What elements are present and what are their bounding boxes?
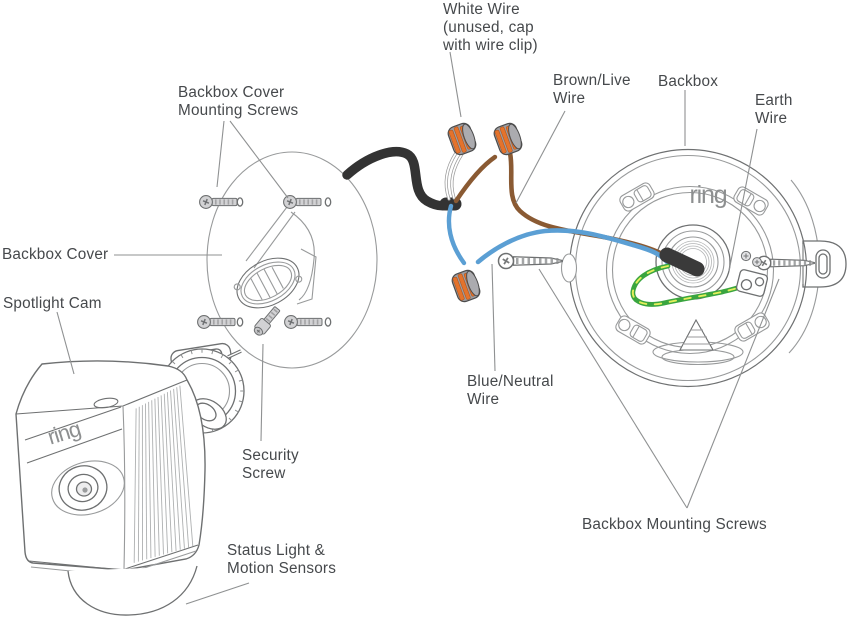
cover-hole-bottom-right <box>324 317 332 327</box>
cover-screws-leader-right <box>229 120 289 199</box>
label-security-screw: Security Screw <box>242 447 299 483</box>
cable-clamp-top-right <box>731 184 771 218</box>
label-earth-wire: Earth Wire <box>755 92 793 128</box>
label-spotlight-cam: Spotlight Cam <box>3 295 102 313</box>
brown-live-leader <box>515 110 566 204</box>
blue-wire-jumper <box>446 203 467 266</box>
label-line: Brown/Live <box>553 72 631 89</box>
spotlight-cam-illustration: ring <box>15 342 245 616</box>
cover-hole-top-left <box>236 197 244 207</box>
camera-dome <box>67 565 198 616</box>
cover-hole-top-right <box>324 197 332 207</box>
earth-wire-leader <box>728 128 758 272</box>
label-line: Status Light & <box>227 542 326 559</box>
label-line: with wire clip) <box>443 37 538 54</box>
label-blue-neutral-wire: Blue/Neutral Wire <box>467 373 554 409</box>
label-line: Earth <box>755 92 793 109</box>
label-line: (unused, cap <box>443 19 534 36</box>
label-backbox-cover-mounting-screws: Backbox Cover Mounting Screws <box>178 84 298 120</box>
wire-cap-brown <box>491 120 526 158</box>
status-light-leader <box>185 582 250 605</box>
cover-screw-top-right <box>284 196 321 209</box>
black-cable <box>342 147 457 211</box>
label-line: Backbox <box>658 73 719 90</box>
backbox-mounting-leader-left <box>538 268 688 509</box>
label-backbox: Backbox <box>658 73 718 91</box>
label-white-wire: White Wire (unused, cap with wire clip) <box>443 1 538 55</box>
cover-screw-bottom-left <box>198 316 235 329</box>
blue-neutral-leader <box>491 263 496 372</box>
cover-mount-arc <box>290 211 315 301</box>
wire-cap-white <box>445 120 480 158</box>
cable-clamp-bottom-left <box>613 313 653 347</box>
blue-neutral-wire <box>475 228 671 266</box>
spotlight-cam-leader <box>56 311 75 375</box>
cover-mount-wing <box>296 248 317 305</box>
camera-speaker-grille <box>133 385 194 563</box>
backbox-cover-illustration <box>198 151 378 369</box>
label-line: Backbox Cover <box>178 84 285 101</box>
cover-mount-strut <box>245 206 296 269</box>
white-wire <box>444 151 464 201</box>
callout-leaders <box>56 51 780 605</box>
backbox-left-boss <box>560 253 578 283</box>
label-line: Wire <box>755 110 788 127</box>
cable-clamp-top-left <box>617 180 657 214</box>
backbox-illustration: ring <box>499 148 847 388</box>
camera-body <box>15 360 206 571</box>
backbox-tab <box>802 240 847 288</box>
label-line: White Wire <box>443 1 520 18</box>
camera-lens <box>51 460 125 516</box>
backbox-inner-ring <box>605 185 775 355</box>
label-backbox-cover: Backbox Cover <box>2 246 108 264</box>
cable-ferrule <box>659 247 705 277</box>
white-wire-leader <box>449 51 462 118</box>
cover-screw-bottom-right <box>285 316 322 329</box>
label-line: Wire <box>553 90 586 107</box>
earth-terminal <box>735 250 769 297</box>
label-line: Spotlight Cam <box>3 295 102 312</box>
backbox-mounting-leader-right <box>686 278 780 509</box>
camera-logo-band <box>24 406 123 464</box>
security-screw-illustration <box>253 306 281 336</box>
camera-top-port <box>93 397 119 409</box>
backbox-ring-logo: ring <box>690 181 727 209</box>
backbox-mounting-screw-left <box>499 254 563 269</box>
cover-screws-leader-left <box>216 120 225 188</box>
wiring <box>342 120 769 307</box>
label-status-light-motion-sensors: Status Light & Motion Sensors <box>227 542 336 578</box>
label-line: Backbox Cover <box>2 246 109 263</box>
label-backbox-mounting-screws: Backbox Mounting Screws <box>582 516 767 534</box>
wire-cap-blue <box>449 267 484 305</box>
earth-wire <box>630 263 743 307</box>
backbox-cover-plate <box>206 151 378 369</box>
label-line: Backbox Mounting Screws <box>582 516 767 533</box>
cover-hole-bottom-left <box>236 317 244 327</box>
backbox-cone-mount <box>652 318 744 366</box>
cover-gasket-oval <box>233 257 303 309</box>
label-line: Motion Sensors <box>227 560 337 577</box>
label-brown-live-wire: Brown/Live Wire <box>553 72 631 108</box>
label-line: Security <box>242 447 299 464</box>
label-line: Screw <box>242 465 286 482</box>
security-screw-leader <box>260 343 264 442</box>
brown-wire-jumper <box>453 154 498 204</box>
label-line: Blue/Neutral <box>467 373 554 390</box>
label-line: Wire <box>467 391 500 408</box>
label-line: Mounting Screws <box>178 102 299 119</box>
